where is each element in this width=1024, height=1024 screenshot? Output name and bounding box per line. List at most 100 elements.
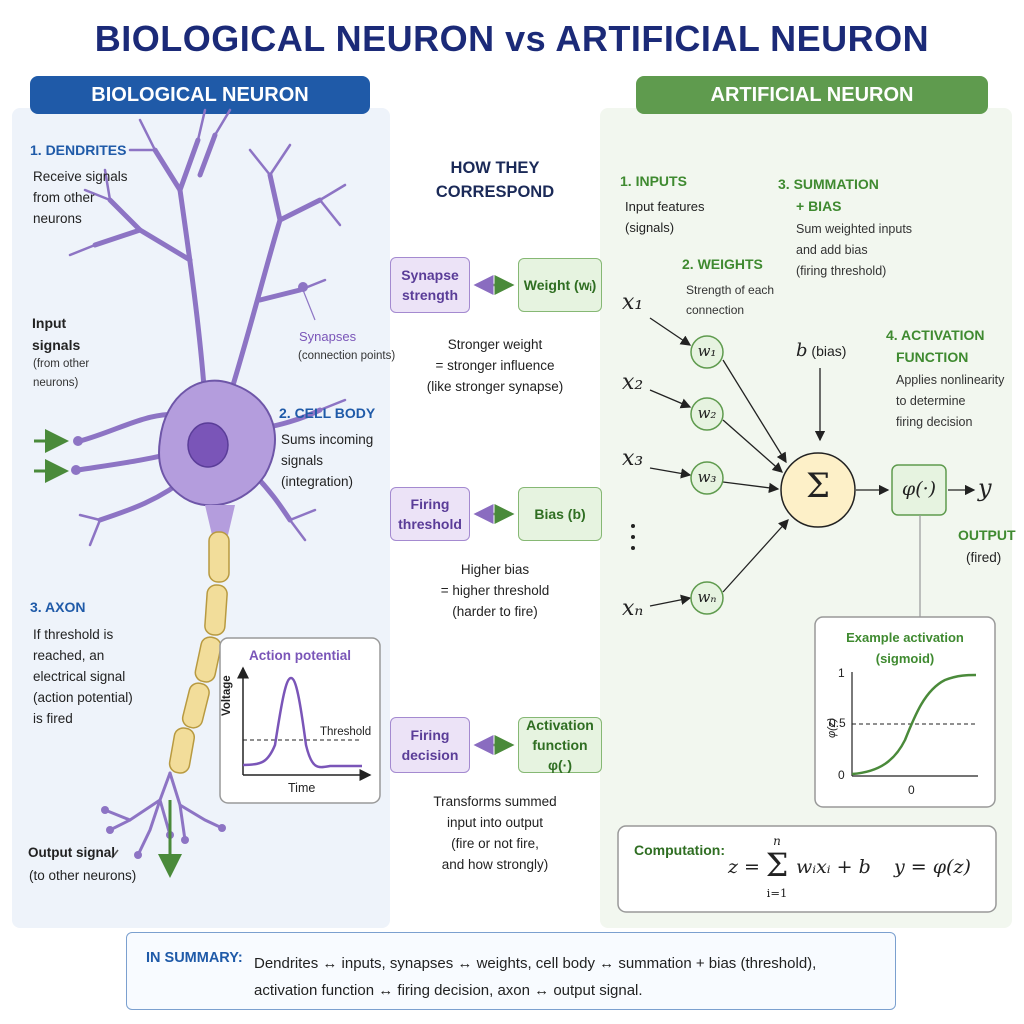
correspondence-arrows	[473, 275, 515, 755]
activation-function-box: Activation function φ(·)	[518, 717, 602, 773]
box-label: strength	[402, 287, 458, 303]
neuron-illustration	[68, 108, 347, 547]
summary-box	[126, 932, 896, 1010]
activation-desc-line: to determine	[896, 394, 966, 408]
box-label: Firing	[410, 727, 450, 743]
box-label: function φ(·)	[532, 737, 588, 773]
output-sub: (fired)	[966, 550, 1002, 565]
summation-desc-line: and add bias	[796, 243, 868, 257]
activation-correspond-desc: Transforms summed input into output (fir…	[395, 791, 595, 875]
cell-body-desc: Sums incoming signals (integration)	[281, 429, 373, 492]
correspond-title-line: HOW THEY	[450, 159, 540, 177]
action-potential-ylabel: Voltage	[221, 675, 233, 716]
axon-desc-line: (action potential)	[33, 690, 133, 705]
computation-label: Computation:	[634, 842, 725, 858]
page-title: BIOLOGICAL NEURON vs ARTIFICIAL NEURON	[94, 18, 930, 59]
desc-line: Transforms summed	[433, 794, 557, 809]
weight-nodes	[690, 335, 724, 615]
activation-node	[891, 464, 947, 516]
firing-decision-box: Firing decision	[390, 717, 470, 773]
summary-text: Dendrites ↔ inputs, synapses ↔ weights, …	[254, 950, 816, 1004]
box-label: Activation	[526, 717, 594, 733]
cell-body-desc-line: (integration)	[281, 474, 354, 489]
activation-desc-line: firing decision	[896, 415, 973, 429]
summation-label: 3. SUMMATION + BIAS	[778, 173, 879, 217]
bias-correspond-desc: Higher bias = higher threshold (harder t…	[395, 559, 595, 622]
activation-label-line: FUNCTION	[896, 349, 969, 365]
bias-word: (bias)	[811, 343, 847, 359]
formula-z: z =	[728, 856, 760, 878]
formula-sigma: Σ	[765, 846, 789, 884]
desc-line: input into output	[446, 815, 544, 830]
sum-lower-limit: i=1	[766, 886, 788, 900]
weights-desc-line: connection	[686, 303, 745, 317]
output-y-symbol: y	[978, 474, 992, 502]
weights-desc-line: Strength of each	[686, 283, 775, 297]
dendrites-desc-line: Receive signals	[33, 169, 128, 184]
dendrites-desc: Receive signals from other neurons	[33, 166, 128, 229]
weight-correspond-desc: Stronger weight = stronger influence (li…	[395, 334, 595, 397]
desc-line: (harder to fire)	[452, 604, 538, 619]
desc-line: Stronger weight	[447, 337, 543, 352]
correspond-title: HOW THEY CORRESPOND	[420, 156, 570, 204]
activation-desc: Applies nonlinearity to determine firing…	[896, 370, 1004, 433]
weight-w2-label: w₂	[697, 404, 717, 422]
input-signals-sub: (from other neurons)	[33, 355, 89, 393]
input-to-weight-arrows	[649, 317, 692, 607]
sigmoid-tick-0: 0	[838, 768, 845, 782]
sigmoid-title: Example activation (sigmoid)	[815, 627, 995, 669]
input-signals-sub-line: (from other	[33, 358, 90, 370]
input-x2-label: x₂	[622, 370, 644, 395]
cell-body-desc-line: Sums incoming	[281, 432, 374, 447]
input-x3-label: x₃	[622, 446, 644, 471]
sigmoid-tick-1: 1	[838, 666, 845, 680]
axon-desc: If threshold is reached, an electrical s…	[33, 624, 133, 729]
sigmoid-title-line: (sigmoid)	[875, 651, 935, 666]
action-potential-plot	[237, 666, 372, 781]
summation-label-line: + BIAS	[796, 198, 842, 214]
phi-symbol: φ(·)	[901, 478, 937, 500]
dendrites-desc-line: neurons	[33, 211, 82, 226]
input-signals-sub-line: neurons)	[33, 377, 79, 389]
action-potential-xlabel: Time	[288, 781, 316, 795]
correspond-title-line: CORRESPOND	[435, 183, 555, 201]
input-signals-line: Input	[32, 315, 67, 331]
formula-terms: wᵢxᵢ + b	[796, 856, 871, 878]
inputs-desc-line: Input features	[625, 199, 705, 214]
cell-body-label: 2. CELL BODY	[279, 405, 376, 421]
desc-line: (fire or not fire,	[451, 836, 539, 851]
synapses-label: Synapses	[299, 329, 357, 344]
synapse-strength-box: Synapse strength	[390, 257, 470, 313]
input-x1-label: x₁	[622, 290, 644, 315]
summation-desc-line: Sum weighted inputs	[796, 222, 913, 236]
desc-line: Higher bias	[460, 562, 530, 577]
dendrites-label: 1. DENDRITES	[30, 142, 127, 158]
input-signal-arrows	[34, 429, 69, 483]
sigmoid-plot	[851, 672, 978, 777]
box-label: Synapse	[401, 267, 459, 283]
axon-desc-line: is fired	[33, 711, 73, 726]
axon-desc-line: If threshold is	[33, 627, 114, 642]
sigmoid-title-line: Example activation	[846, 630, 964, 645]
biological-header: BIOLOGICAL NEURON	[30, 76, 370, 114]
activation-label-line: 4. ACTIVATION	[886, 327, 985, 343]
axon-label: 3. AXON	[30, 599, 86, 615]
output-signal-label: Output signal	[28, 845, 115, 860]
activation-desc-line: Applies nonlinearity	[896, 373, 1005, 387]
summation-label-line: 3. SUMMATION	[778, 176, 879, 192]
bias-box: Bias (b)	[518, 487, 602, 541]
summation-desc-line: (firing threshold)	[796, 264, 887, 278]
box-label: threshold	[398, 516, 462, 532]
weight-box: Weight (wᵢ)	[518, 258, 602, 312]
box-label: Firing	[410, 496, 450, 512]
sigmoid-tick-05: 0.5	[829, 716, 846, 730]
input-xn-label: xₙ	[622, 596, 644, 621]
sigmoid-xtick-0: 0	[908, 783, 915, 797]
sigma-symbol: Σ	[805, 466, 831, 506]
artificial-header: ARTIFICIAL NEURON	[636, 76, 988, 114]
axon-desc-line: electrical signal	[33, 669, 126, 684]
sum-upper-limit: n	[773, 834, 781, 848]
action-potential-title: Action potential	[249, 648, 351, 663]
axon-desc-line: reached, an	[33, 648, 105, 663]
